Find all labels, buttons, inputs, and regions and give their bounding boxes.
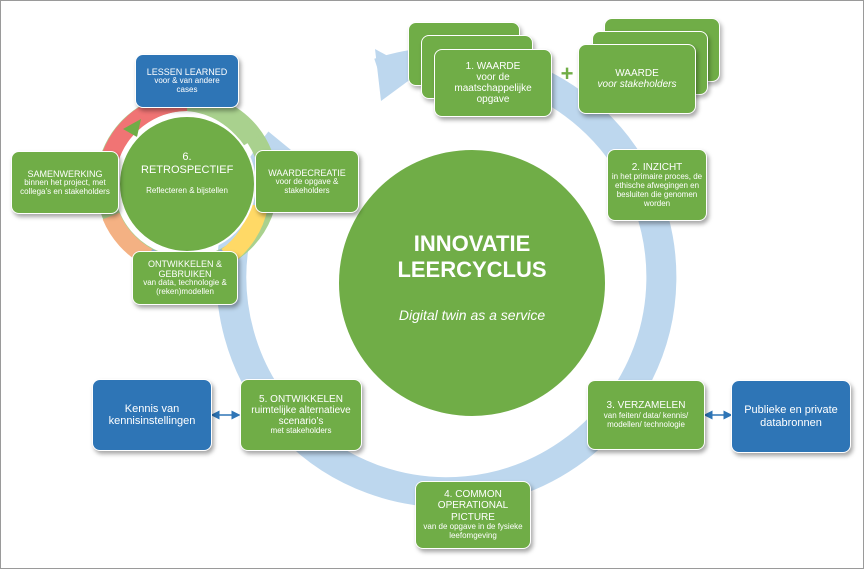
- center-subtitle: Digital twin as a service: [398, 307, 546, 323]
- inzicht-box: 2. INZICHT in het primaire proces, de et…: [607, 149, 707, 221]
- cycle-arrowhead: [375, 49, 419, 101]
- publieke-databronnen-box: Publieke en private databronnen: [731, 380, 851, 453]
- kennis-label: Kennis van kennisinstellingen: [108, 402, 196, 427]
- retro-title: 6. RETROSPECTIEF: [141, 151, 234, 176]
- samenwerking-title: SAMENWERKING: [27, 168, 103, 179]
- waarde-maatschappij-title: 1. WAARDE: [465, 60, 521, 72]
- cop-body: van de opgave in de fysieke leefomgeving: [423, 521, 523, 540]
- cop-title: 4. COMMON OPERATIONAL PICTURE: [437, 489, 509, 523]
- waardecreatie-body: voor de opgave & stakeholders: [275, 176, 339, 195]
- verzamelen-title: 3. VERZAMELEN: [606, 400, 686, 412]
- waarde-maatschappij-body: voor de maatschappelijke opgave: [454, 71, 532, 106]
- waarde-stakeholders-body: voor stakeholders: [597, 79, 677, 90]
- waarde-maatschappij-box: 1. WAARDE voor de maatschappelijke opgav…: [434, 49, 552, 117]
- inzicht-body: in het primaire proces, de ethische afwe…: [611, 171, 703, 208]
- center-title-line2: LEERCYCLUS: [397, 257, 547, 282]
- samenwerking-body: binnen het project, met collega’s en sta…: [20, 177, 110, 196]
- ontwikkelen-box: 5. ONTWIKKELEN ruimtelijke alternatieve …: [240, 379, 362, 451]
- waarde-stakeholders-box: WAARDE voor stakeholders: [578, 44, 696, 114]
- inzicht-title: 2. INZICHT: [631, 161, 683, 173]
- ontwikkelen-body: ruimtelijke alternatieve scenario’s: [251, 404, 351, 428]
- cop-box: 4. COMMON OPERATIONAL PICTURE van de opg…: [415, 481, 531, 549]
- center-title-block: INNOVATIE LEERCYCLUS Digital twin as a s…: [338, 231, 606, 323]
- plus-sign: +: [560, 61, 574, 86]
- ontwikkelen-sub: met stakeholders: [270, 426, 332, 436]
- waardecreatie-box: WAARDECREATIE voor de opgave & stakehold…: [255, 150, 359, 213]
- ontwikkelen-title: 5. ONTWIKKELEN: [259, 393, 343, 405]
- ontwikkelen-gebruiken-body: van data, technologie & (reken)modellen: [143, 278, 227, 297]
- retro-text-block: 6. RETROSPECTIEF Reflecteren & bijstelle…: [125, 151, 249, 195]
- lessen-learned-body: voor & van andere cases: [154, 76, 220, 95]
- waardecreatie-title: WAARDECREATIE: [268, 167, 346, 178]
- cycle-ring: [216, 47, 677, 508]
- publieke-databronnen-label: Publieke en private databronnen: [744, 404, 838, 429]
- center-title-line1: INNOVATIE: [413, 231, 531, 256]
- retro-body: Reflecteren & bijstellen: [146, 186, 228, 195]
- ontwikkelen-gebruiken-title: ONTWIKKELEN & GEBRUIKEN: [147, 258, 222, 280]
- waarde-stakeholders-title: WAARDE: [615, 67, 659, 79]
- lessen-learned-box: LESSEN LEARNED voor & van andere cases: [135, 54, 239, 108]
- center-circle: [337, 148, 607, 418]
- samenwerking-box: SAMENWERKING binnen het project, met col…: [11, 151, 119, 214]
- ontwikkelen-gebruiken-box: ONTWIKKELEN & GEBRUIKEN van data, techno…: [132, 251, 238, 305]
- verzamelen-box: 3. VERZAMELEN van feiten/ data/ kennis/ …: [587, 380, 705, 450]
- kennis-box: Kennis van kennisinstellingen: [92, 379, 212, 451]
- verzamelen-body: van feiten/ data/ kennis/ modellen/ tech…: [603, 410, 689, 429]
- lessen-learned-title: LESSEN LEARNED: [146, 67, 228, 77]
